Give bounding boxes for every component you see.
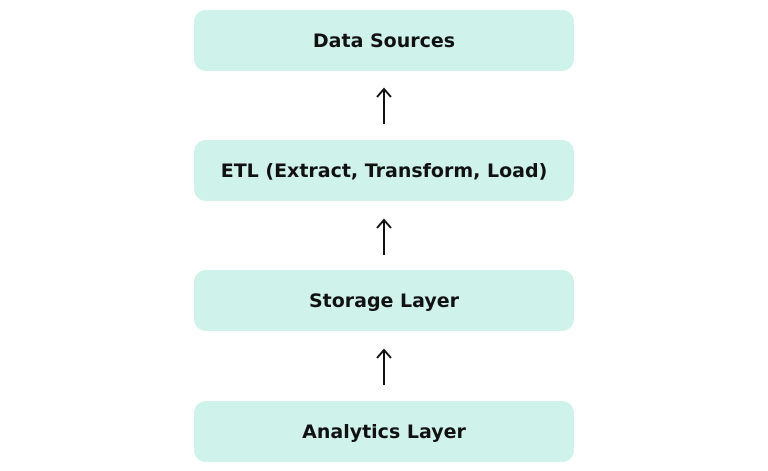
storage-layer-box: Storage Layer [194,270,574,331]
box-label: ETL (Extract, Transform, Load) [220,159,548,182]
arrow-up-icon [376,87,392,124]
arrow-up-icon [376,348,392,385]
arrow-up-icon [376,218,392,255]
etl-box: ETL (Extract, Transform, Load) [194,140,574,201]
box-label: Storage Layer [308,289,460,312]
box-label: Data Sources [312,29,456,52]
analytics-layer-box: Analytics Layer [194,401,574,462]
data-sources-box: Data Sources [194,10,574,71]
box-label: Analytics Layer [302,420,466,443]
